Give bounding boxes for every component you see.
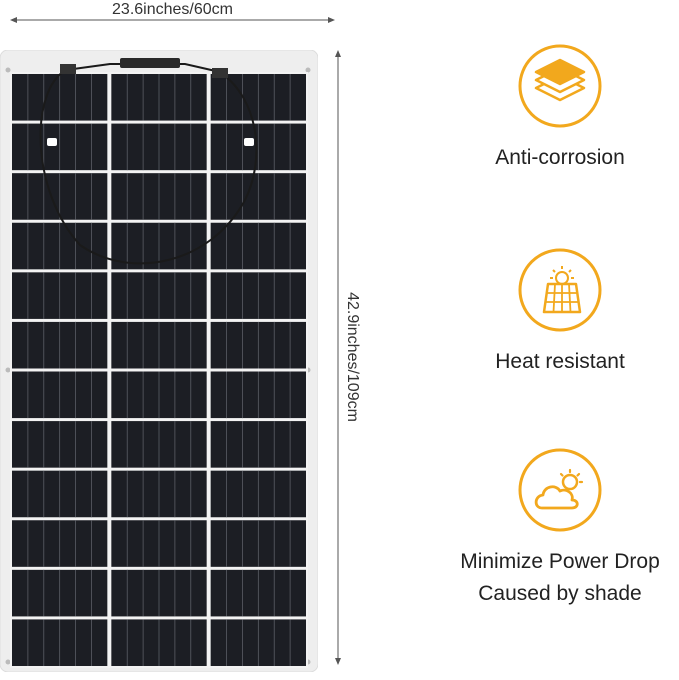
width-dimension-label: 23.6inches/60cm <box>112 1 233 18</box>
solar-panel-image <box>0 50 318 672</box>
height-dimension-arrow <box>335 50 341 665</box>
height-dimension-label: 42.9inches/109cm <box>344 292 361 422</box>
solar-cells <box>12 74 306 666</box>
sun-solar-panel-icon <box>518 248 602 332</box>
feature-caption: Anti-corrosion <box>495 146 625 169</box>
feature-caption-line2: Caused by shade <box>478 582 642 605</box>
feature-heat-resistant: Heat resistant <box>440 248 679 378</box>
height-dimension: 42.9inches/109cm <box>332 50 372 665</box>
width-dimension-arrow <box>10 17 335 23</box>
junction-cable <box>39 58 258 265</box>
feature-caption: Heat resistant <box>495 350 625 373</box>
feature-caption-line1: Minimize Power Drop <box>460 550 660 573</box>
feature-anti-corrosion: Anti-corrosion <box>440 44 679 174</box>
cloud-sun-icon <box>518 448 602 532</box>
width-dimension: 23.6inches/60cm <box>10 0 335 26</box>
layers-icon <box>518 44 602 128</box>
cable-clips <box>47 138 254 146</box>
feature-caption: Minimize Power Drop Caused by shade <box>440 546 679 610</box>
feature-minimize-power-drop: Minimize Power Drop Caused by shade <box>440 448 679 610</box>
